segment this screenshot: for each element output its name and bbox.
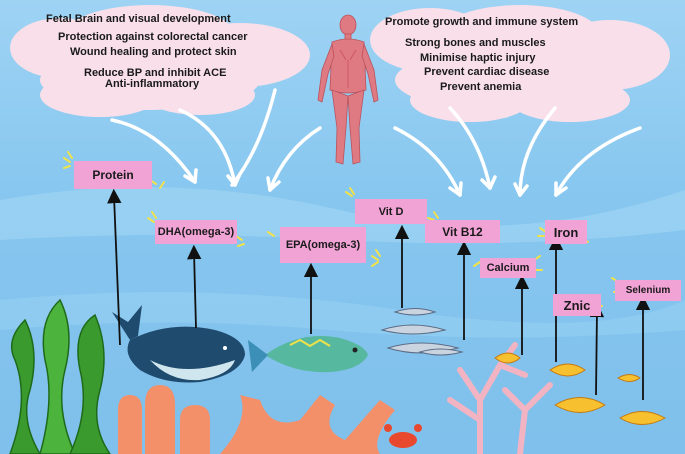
- benefit-left-1: Fetal Brain and visual development: [46, 13, 231, 25]
- cloud-right: [370, 5, 670, 122]
- benefit-arrows: [110, 88, 642, 197]
- nutrient-iron: Iron: [545, 220, 587, 244]
- whale: [112, 305, 245, 383]
- nutrient-epa: EPA(omega-3): [280, 227, 366, 263]
- benefit-left-5: Anti-inflammatory: [105, 78, 200, 90]
- benefit-left-4: Reduce BP and inhibit ACE: [84, 67, 227, 79]
- nutrient-protein: Protein: [74, 161, 152, 189]
- benefit-right-4: Prevent cardiac disease: [424, 66, 550, 78]
- human-body-figure: [317, 14, 379, 165]
- benefit-right-3: Minimise haptic injury: [420, 52, 536, 64]
- coral-orange: [118, 385, 395, 454]
- yellow-fish: [494, 352, 667, 425]
- nutrient-dha: DHA(omega-3): [155, 220, 237, 244]
- coral-pink: [447, 342, 553, 454]
- benefit-left-2: Protection against colorectal cancer: [58, 31, 248, 43]
- nutrient-arrows: [107, 188, 651, 400]
- nutrient-vit-d: Vit D: [355, 199, 427, 224]
- benefit-right-5: Prevent anemia: [440, 81, 522, 93]
- benefit-left-3: Wound healing and protect skin: [70, 46, 237, 58]
- nutrient-calcium: Calcium: [480, 258, 536, 278]
- silver-fish-school: [380, 308, 464, 356]
- nutrient-selenium: Selenium: [615, 280, 681, 301]
- crab: [384, 424, 422, 448]
- benefit-right-2: Strong bones and muscles: [405, 37, 546, 49]
- cloud-left: [10, 5, 310, 117]
- nutrient-vit-b12: Vit B12: [425, 220, 500, 243]
- benefit-right-1: Promote growth and immune system: [385, 16, 579, 28]
- seaweed: [9, 298, 111, 454]
- parrot-fish: [248, 336, 368, 373]
- nutrient-znic: Znic: [553, 294, 601, 316]
